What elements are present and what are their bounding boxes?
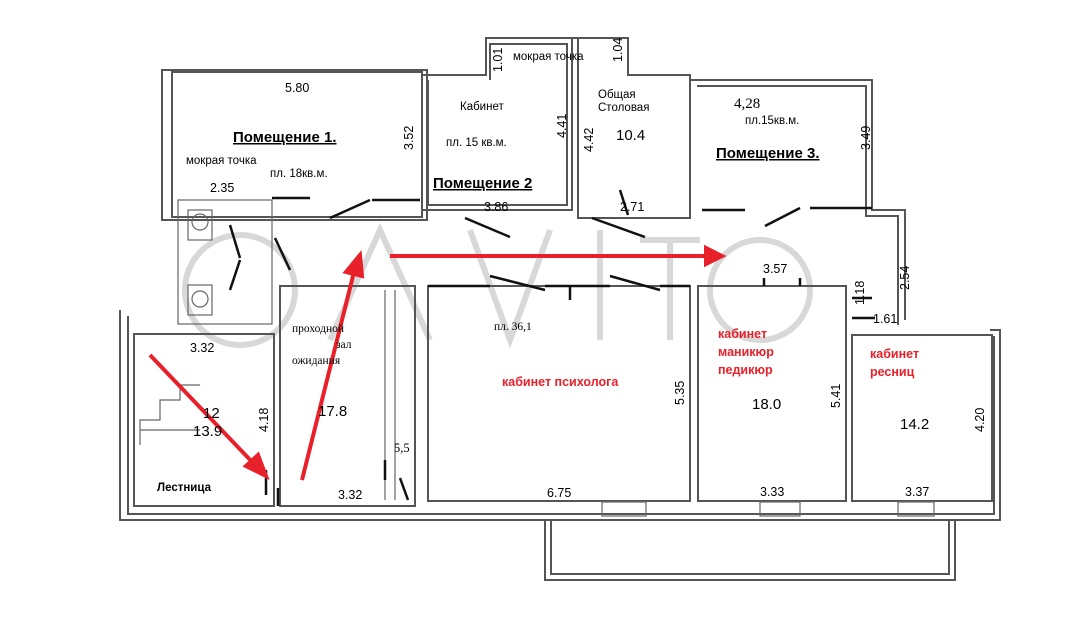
corridor-dim-161: 1.61 bbox=[873, 312, 897, 326]
stairs-title: Лестница bbox=[157, 482, 212, 494]
doors bbox=[228, 189, 875, 506]
psych-area: пл. 36,1 bbox=[494, 321, 532, 333]
corridor-dim-357: 3.57 bbox=[763, 262, 787, 276]
room2-dim-441: 4.41 bbox=[555, 114, 569, 138]
room2-area: пл. 15 кв.м. bbox=[446, 137, 507, 149]
dining-line1: Общая bbox=[598, 89, 636, 101]
room1-wet-point: мокрая точка bbox=[186, 155, 257, 167]
psych-title: кабинет психолога bbox=[502, 375, 619, 389]
manicure-dim-541: 5.41 bbox=[829, 384, 843, 408]
room3-area: пл.15кв.м. bbox=[745, 115, 799, 127]
lashes-line2: ресниц bbox=[870, 365, 915, 379]
hall-line3: ожидания bbox=[292, 355, 341, 367]
lashes-line1: кабинет bbox=[870, 347, 919, 361]
hall-dim-55: 5,5 bbox=[394, 441, 410, 455]
room1-dim-352: 3.52 bbox=[402, 126, 416, 150]
room3-dim-349: 3.49 bbox=[859, 126, 873, 150]
room2-wet-point: мокрая точка bbox=[513, 51, 584, 63]
manicure-area: 18.0 bbox=[752, 396, 781, 413]
stairs-dim-418: 4.18 bbox=[257, 408, 271, 432]
arrowhead-icon bbox=[342, 249, 365, 279]
dining-dim-104: 1.04 bbox=[611, 38, 625, 62]
corridor-dim-118: 1.18 bbox=[853, 281, 867, 305]
room1-title: Помещение 1. bbox=[233, 129, 336, 146]
room1-dim-235: 2.35 bbox=[210, 181, 234, 195]
manicure-line1: кабинет bbox=[718, 327, 767, 341]
room2-dim-386: 3.86 bbox=[484, 200, 508, 214]
arrow-down-stairs bbox=[148, 353, 257, 467]
room3-title: Помещение 3. bbox=[716, 145, 819, 162]
walls bbox=[119, 37, 1001, 581]
psych-dim-675: 6.75 bbox=[547, 486, 571, 500]
hall-dim-332: 3.32 bbox=[338, 488, 362, 502]
manicure-line3: педикюр bbox=[718, 363, 773, 377]
manicure-dim-333: 3.33 bbox=[760, 485, 784, 499]
dining-dim-442: 4.42 bbox=[582, 128, 596, 152]
room1-dim-width: 5.80 bbox=[285, 81, 309, 95]
psych-dim-535: 5.35 bbox=[673, 381, 687, 405]
lashes-dim-337: 3.37 bbox=[905, 485, 929, 499]
dining-line2: Столовая bbox=[598, 102, 649, 114]
room1-area: пл. 18кв.м. bbox=[270, 168, 328, 180]
manicure-line2: маникюр bbox=[718, 345, 774, 359]
arrowhead-icon bbox=[704, 244, 727, 268]
room2-cabinet: Кабинет bbox=[460, 101, 504, 113]
route-arrows bbox=[148, 244, 727, 481]
hall-line2: зал bbox=[336, 339, 352, 351]
arrow-up-hall bbox=[300, 267, 357, 481]
room2-title: Помещение 2 bbox=[433, 175, 532, 192]
hall-area: 17.8 bbox=[318, 403, 347, 420]
dining-area: 10.4 bbox=[616, 127, 645, 144]
stairs-area-a: 12 bbox=[203, 405, 220, 422]
stairs-dim-332: 3.32 bbox=[190, 341, 214, 355]
room3-dim-254: 2.54 bbox=[898, 266, 912, 290]
dining-dim-271: 2.71 bbox=[620, 200, 644, 214]
arrowhead-icon bbox=[242, 451, 270, 481]
lashes-area: 14.2 bbox=[900, 416, 929, 433]
lashes-dim-420: 4.20 bbox=[973, 408, 987, 432]
room2-dim-101: 1.01 bbox=[491, 48, 505, 72]
stairs-area-b: 13.9 bbox=[193, 423, 222, 440]
room3-area-top: 4,28 bbox=[734, 96, 760, 112]
hall-line1: проходной bbox=[292, 323, 344, 335]
